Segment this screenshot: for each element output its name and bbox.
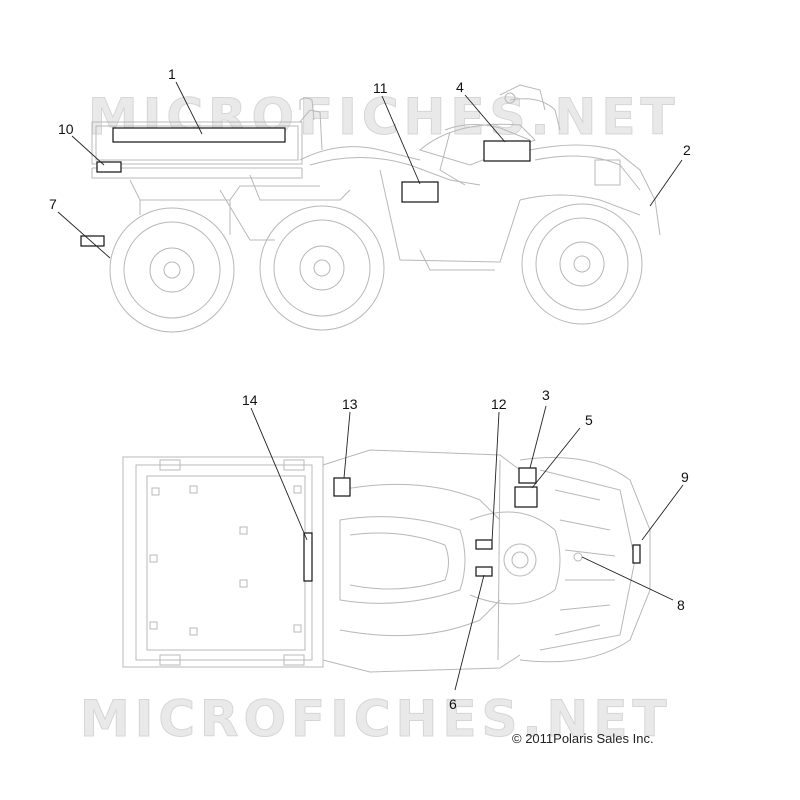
rear-wheel-2 <box>259 205 385 331</box>
front-rack-top <box>519 457 651 663</box>
rear-wheel-1 <box>109 207 235 333</box>
callout-8: 8 <box>677 597 685 613</box>
copyright-notice: © 2011Polaris Sales Inc. <box>512 731 654 746</box>
leader-10 <box>71 135 105 166</box>
leader-1 <box>175 81 203 135</box>
callout-11: 11 <box>373 80 388 96</box>
seat-side <box>418 123 536 166</box>
decal-14 <box>303 532 313 582</box>
cargo-box-side <box>91 97 323 179</box>
callout-10: 10 <box>58 121 74 137</box>
callout-2: 2 <box>683 142 691 158</box>
callout-9: 9 <box>681 469 689 485</box>
decal-6b <box>475 566 493 577</box>
leader-7 <box>57 211 111 259</box>
chassis-top <box>322 449 521 673</box>
leader-9 <box>641 484 684 541</box>
callout-6: 6 <box>449 696 457 712</box>
callout-4: 4 <box>456 79 464 95</box>
leader-2 <box>649 159 683 207</box>
leader-4 <box>464 94 506 143</box>
handlebar-side <box>499 84 561 131</box>
leader-13 <box>343 411 351 479</box>
frame-side <box>129 124 531 271</box>
leader-3 <box>529 405 547 469</box>
callout-12: 12 <box>491 396 507 412</box>
decal-5 <box>514 486 538 508</box>
callout-7: 7 <box>49 196 57 212</box>
decal-9 <box>632 544 641 564</box>
front-body-side <box>519 144 661 236</box>
leader-6 <box>454 574 485 691</box>
decal-3 <box>518 467 537 484</box>
callout-1: 1 <box>168 66 176 82</box>
decal-1 <box>112 127 286 143</box>
decal-11 <box>401 181 439 203</box>
leader-8 <box>581 556 674 601</box>
decal-13 <box>333 477 351 497</box>
decal-10 <box>96 161 122 173</box>
watermark-bottom: MICROFICHES.NET <box>80 690 672 749</box>
decal-4 <box>483 140 531 162</box>
front-wheel <box>521 203 643 325</box>
callout-14: 14 <box>242 392 258 408</box>
cargo-bed-top <box>122 456 324 668</box>
decal-6a <box>475 539 493 550</box>
leader-11 <box>381 95 421 185</box>
callout-13: 13 <box>342 396 358 412</box>
callout-3: 3 <box>542 387 550 403</box>
decal-7 <box>80 235 105 247</box>
leader-14 <box>250 407 308 541</box>
callout-5: 5 <box>585 412 593 428</box>
leader-5 <box>531 427 581 489</box>
handlebar-top <box>469 459 561 661</box>
leader-12 <box>491 411 500 543</box>
